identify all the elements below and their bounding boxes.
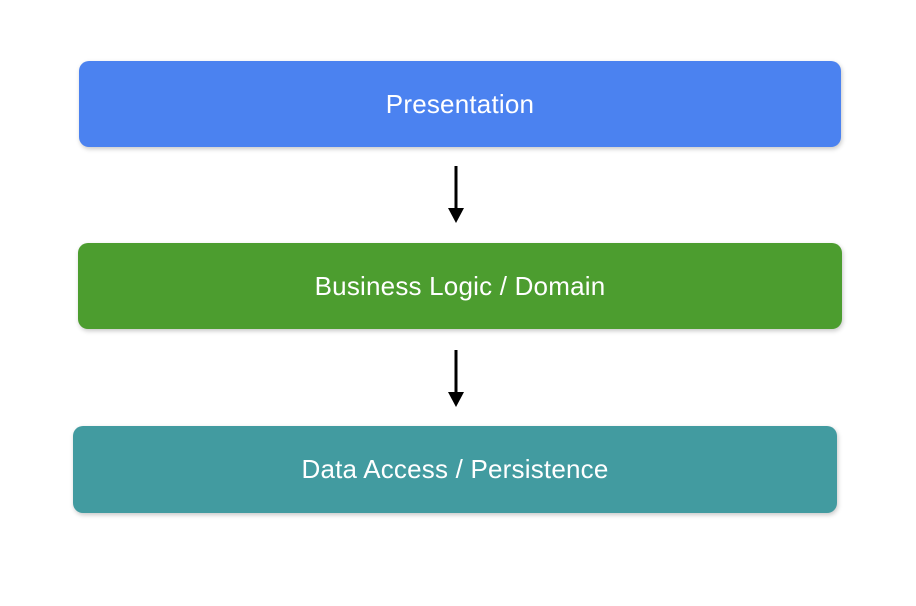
layer-label-presentation: Presentation [385, 88, 535, 119]
layer-label-data-access: Data Access / Persistence [301, 454, 609, 484]
arrow-down-icon [446, 348, 466, 408]
layer-box-business-logic: Business Logic / Domain [78, 243, 842, 329]
layer-box-data-access: Data Access / Persistence [73, 426, 837, 513]
layer-label-business-logic: Business Logic / Domain [314, 270, 606, 301]
layer-box-presentation: Presentation [79, 61, 841, 147]
arrow-down-icon [446, 164, 466, 224]
